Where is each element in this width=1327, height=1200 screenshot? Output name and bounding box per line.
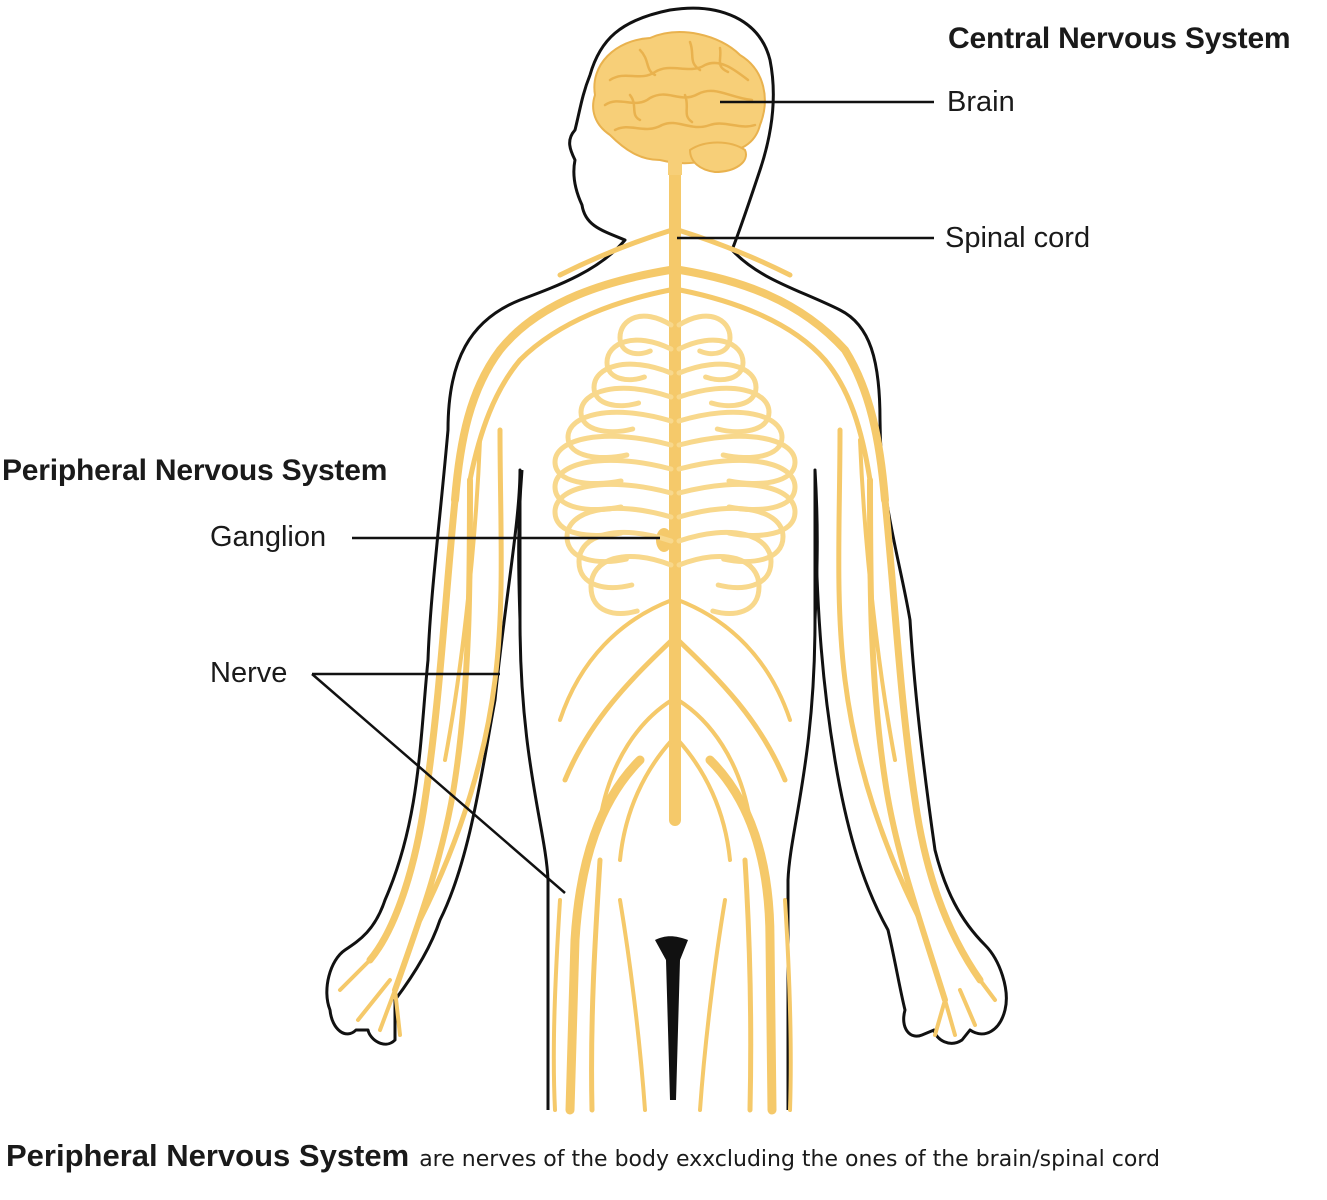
rib-nerve-left-8	[552, 481, 674, 538]
hand-nerve-left-4	[338, 958, 372, 992]
rib-nerve-right-5	[676, 409, 785, 460]
rib-nerve-left-2	[604, 337, 674, 383]
nerve-network	[338, 154, 997, 1115]
right-armpit-line	[813, 469, 819, 621]
leg-nerve-left-3	[551, 898, 562, 1112]
groin	[655, 936, 688, 1100]
leg-nerve-right-2	[742, 857, 754, 1113]
central-nervous-system-heading: Central Nervous System	[948, 22, 1291, 55]
brain-label: Brain	[947, 86, 1015, 118]
brain-drawing	[592, 31, 766, 175]
leg-nerve-right-4	[698, 898, 727, 1112]
rib-nerve-right-7	[676, 457, 798, 512]
rib-nerve-left-3	[591, 361, 674, 409]
rib-nerve-right-3	[676, 361, 759, 409]
hand-nerve-left-1	[378, 988, 397, 1032]
nerve-leader-line-2	[311, 673, 566, 894]
left-armpit-line	[517, 469, 524, 621]
rib-nerve-left-10	[576, 529, 674, 590]
brain-cerebellum	[688, 141, 747, 174]
lumbar-nerve-right-2	[676, 698, 752, 822]
hand-nerve-right-2	[933, 998, 947, 1037]
arm-nerve-left-4	[443, 438, 482, 762]
spinal-cord-label: Spinal cord	[945, 222, 1091, 254]
hand-nerve-left-3	[356, 978, 392, 1022]
lumbar-nerve-right-4	[676, 598, 792, 722]
lumbar-nerve-left-4	[558, 598, 674, 722]
rib-nerve-right-4	[676, 385, 772, 434]
arm-nerve-left-1	[366, 496, 459, 964]
hand-nerve-right-1	[943, 998, 957, 1037]
caption-definition: are nerves of the body exxcluding the on…	[419, 1147, 1160, 1172]
rib-nerve-right-2	[676, 337, 746, 383]
nerve-label: Nerve	[210, 657, 288, 689]
rib-nerve-right-1	[676, 313, 733, 357]
lumbar-nerve-right-3	[676, 738, 732, 862]
caption-term: Peripheral Nervous System	[6, 1138, 410, 1173]
ganglion-label: Ganglion	[210, 521, 327, 553]
rib-nerve-left-4	[578, 385, 674, 434]
leg-nerve-left-4	[618, 898, 647, 1112]
hand-nerve-right-3	[958, 988, 977, 1027]
shoulder-nerve-right-2	[677, 287, 873, 483]
lumbar-nerve-right-1	[675, 637, 788, 783]
intercostal-nerves	[552, 313, 798, 616]
rib-nerve-left-11	[588, 554, 674, 616]
rib-nerve-right-8	[676, 481, 798, 538]
shoulder-nerve-left-2	[467, 287, 673, 483]
body-outline	[325, 6, 1008, 1110]
neck-nerve-left	[557, 227, 675, 278]
rib-nerve-left-1	[617, 313, 674, 357]
leg-nerve-right-3	[783, 898, 793, 1112]
brachial-nerve-right	[676, 266, 889, 504]
arm-nerve-right-3	[836, 427, 923, 923]
rib-nerve-right-9	[676, 505, 786, 564]
peripheral-nervous-system-heading: Peripheral Nervous System	[2, 454, 388, 487]
rib-nerve-left-7	[552, 457, 674, 512]
rib-nerve-left-5	[565, 409, 674, 460]
arm-nerve-left-3	[417, 427, 504, 923]
neck-nerve-right	[675, 227, 793, 278]
leg-nerve-left-2	[589, 857, 603, 1113]
lumbar-nerve-left-3	[618, 738, 674, 862]
caption: Peripheral Nervous System are nerves of t…	[6, 1138, 1160, 1174]
brain-folds	[603, 40, 757, 132]
arm-nerve-right-4	[858, 438, 897, 762]
leader-lines	[311, 100, 934, 894]
leg-nerve-left-1	[565, 755, 645, 1115]
brachial-nerve-left	[451, 266, 674, 504]
leg-nerve-right-1	[705, 755, 777, 1115]
rib-nerve-left-9	[564, 505, 674, 564]
lumbar-nerve-left-1	[562, 637, 675, 783]
arm-nerve-right-1	[881, 496, 984, 984]
lumbar-nerve-left-2	[598, 698, 674, 822]
rib-nerve-right-11	[676, 554, 762, 616]
hand-nerve-right-4	[978, 978, 997, 1002]
rib-nerve-right-10	[676, 529, 774, 590]
hand-nerve-left-2	[393, 988, 402, 1037]
